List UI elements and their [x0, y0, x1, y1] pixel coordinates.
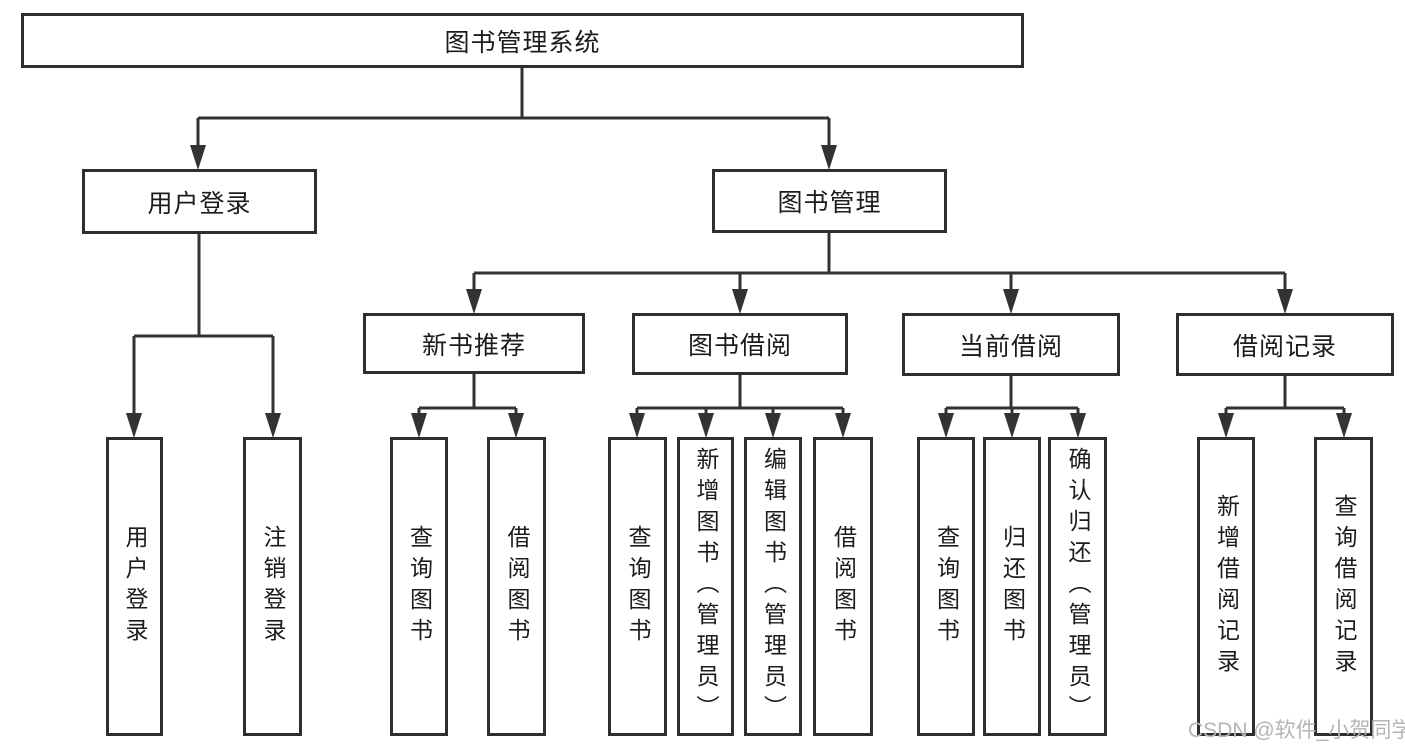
node-leaf-user-login-label: 用户登录 [122, 524, 148, 649]
node-user-login: 用户登录 [82, 169, 317, 234]
node-leaf-nb-query-book-label: 查询图书 [406, 524, 433, 649]
connector-borrow-record-branch [1224, 376, 1346, 420]
node-leaf-bb-edit-book-label: 编辑图书（管理员） [760, 447, 787, 726]
node-borrow-record-label: 借阅记录 [1232, 332, 1337, 361]
node-leaf-cb-return-book: 归还图书 [983, 437, 1041, 736]
arrowhead [938, 413, 954, 438]
arrowhead [629, 413, 645, 438]
node-root: 图书管理系统 [21, 13, 1024, 68]
node-current-borrow: 当前借阅 [902, 313, 1120, 376]
connector-current-borrow-branch [944, 376, 1080, 420]
node-leaf-cb-confirm-return: 确认归还（管理员） [1048, 437, 1107, 736]
arrowhead [466, 289, 482, 314]
node-new-book-recommend-label: 新书推荐 [421, 331, 526, 360]
node-leaf-bb-query-book: 查询图书 [608, 437, 667, 736]
node-leaf-cb-query-book: 查询图书 [917, 437, 975, 736]
node-book-management: 图书管理 [712, 169, 947, 233]
node-new-book-recommend: 新书推荐 [363, 313, 585, 374]
node-leaf-cb-confirm-return-label: 确认归还（管理员） [1065, 447, 1091, 726]
node-leaf-cb-return-book-label: 归还图书 [999, 524, 1026, 649]
arrowhead [732, 289, 748, 314]
connector-book-mgmt-branch [472, 233, 1287, 296]
watermark: CSDN @软件_小贺同学 [1188, 719, 1405, 742]
arrowhead [265, 413, 281, 438]
node-leaf-bb-query-book-label: 查询图书 [625, 524, 651, 649]
connector-book-borrow-branch [635, 375, 845, 420]
node-leaf-logout: 注销登录 [243, 437, 302, 736]
node-leaf-nb-borrow-book: 借阅图书 [487, 437, 546, 736]
node-leaf-logout-label: 注销登录 [260, 524, 286, 649]
arrowhead [126, 413, 142, 438]
node-leaf-bb-borrow-book: 借阅图书 [813, 437, 873, 736]
arrowhead [190, 145, 206, 170]
arrowhead [835, 413, 851, 438]
node-leaf-cb-query-book-label: 查询图书 [933, 524, 960, 649]
node-leaf-bb-add-book-label: 新增图书（管理员） [693, 447, 719, 726]
node-leaf-nb-query-book: 查询图书 [390, 437, 448, 736]
node-leaf-br-query-record: 查询借阅记录 [1314, 437, 1373, 736]
node-current-borrow-label: 当前借阅 [958, 332, 1063, 361]
node-book-management-label: 图书管理 [777, 189, 882, 217]
node-root-label: 图书管理系统 [444, 28, 601, 57]
connector-new-book-branch [417, 374, 518, 420]
arrowhead [1070, 413, 1086, 438]
arrowhead [698, 413, 714, 438]
node-leaf-br-query-record-label: 查询借阅记录 [1331, 493, 1357, 680]
arrowhead [765, 413, 781, 438]
node-leaf-nb-borrow-book-label: 借阅图书 [504, 524, 530, 649]
node-book-borrow: 图书借阅 [632, 313, 848, 375]
arrowhead [1218, 413, 1234, 438]
node-leaf-br-add-record-label: 新增借阅记录 [1213, 493, 1240, 680]
arrowhead [1004, 413, 1020, 438]
node-leaf-bb-add-book: 新增图书（管理员） [677, 437, 734, 736]
arrowhead [821, 145, 837, 170]
node-leaf-bb-borrow-book-label: 借阅图书 [830, 524, 857, 649]
connector-user-login-branch [132, 234, 275, 420]
node-book-borrow-label: 图书借阅 [687, 332, 792, 360]
arrowhead [1277, 289, 1293, 314]
arrowhead [1003, 289, 1019, 314]
arrowhead [1336, 413, 1352, 438]
node-leaf-br-add-record: 新增借阅记录 [1197, 437, 1255, 736]
arrowhead [411, 413, 427, 438]
node-user-login-label: 用户登录 [147, 189, 252, 218]
node-leaf-user-login: 用户登录 [106, 437, 163, 736]
node-borrow-record: 借阅记录 [1176, 313, 1394, 376]
node-leaf-bb-edit-book: 编辑图书（管理员） [744, 437, 802, 736]
arrowhead [508, 413, 524, 438]
connector-root-branch [196, 68, 831, 152]
